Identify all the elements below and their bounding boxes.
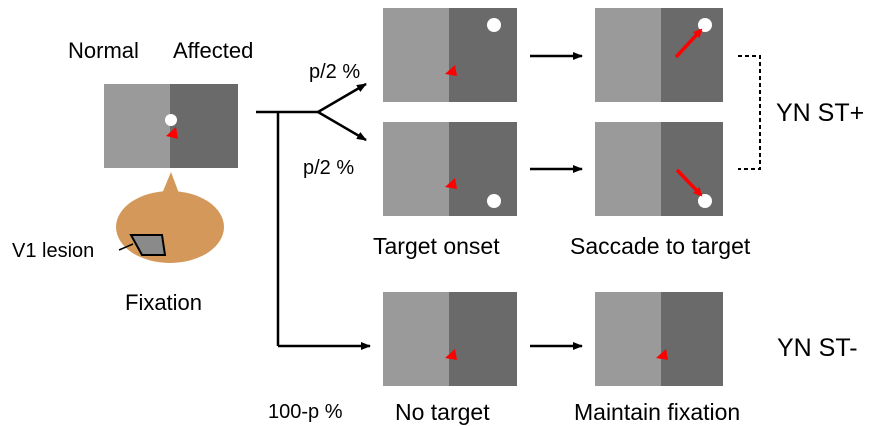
saccade-lower-panel — [595, 122, 723, 216]
fixation-label: Fixation — [125, 290, 202, 315]
fixation-marker-icon — [445, 178, 457, 189]
saccade-to-target-caption: Saccade to target — [570, 233, 751, 259]
saccade-arrow-icon — [674, 28, 703, 59]
target-dot — [487, 194, 501, 208]
target-dot — [165, 114, 177, 126]
fixation-marker-icon — [656, 349, 668, 360]
target-onset-upper-panel — [383, 8, 517, 102]
no-target-caption: No target — [395, 399, 490, 425]
prob-upper-label: p/2 % — [309, 61, 360, 83]
fixation-marker-icon — [445, 65, 457, 76]
v1-lesion-icon — [129, 234, 167, 256]
fixation-marker-icon — [166, 127, 178, 139]
saccade-upper-panel — [595, 8, 723, 102]
yn-st-minus-label: YN ST- — [777, 334, 858, 362]
maintain-fixation-caption: Maintain fixation — [574, 399, 740, 425]
maintain-fixation-panel — [595, 292, 723, 386]
target-dot — [487, 18, 501, 32]
no-target-panel — [383, 292, 517, 386]
head-icon — [116, 172, 224, 263]
target-dot — [698, 194, 712, 208]
yn-st-plus-label: YN ST+ — [776, 99, 864, 127]
target-onset-lower-panel — [383, 122, 517, 216]
yn-st-plus-bracket — [738, 55, 761, 170]
prob-lower-label: p/2 % — [303, 157, 354, 179]
prob-bottom-label: 100-p % — [268, 401, 343, 423]
fixation-panel — [104, 84, 238, 168]
lesion-pointer — [118, 243, 134, 251]
affected-label: Affected — [173, 38, 253, 63]
branch-lines — [256, 82, 371, 350]
target-onset-caption: Target onset — [373, 233, 500, 259]
v1-lesion-label: V1 lesion — [12, 240, 94, 262]
fixation-marker-icon — [445, 349, 457, 360]
normal-label: Normal — [68, 38, 139, 63]
normal-field — [104, 84, 170, 168]
saccade-arrow-icon — [675, 168, 703, 197]
target-dot — [698, 18, 712, 32]
affected-field — [170, 84, 238, 168]
step-arrows — [530, 52, 583, 350]
